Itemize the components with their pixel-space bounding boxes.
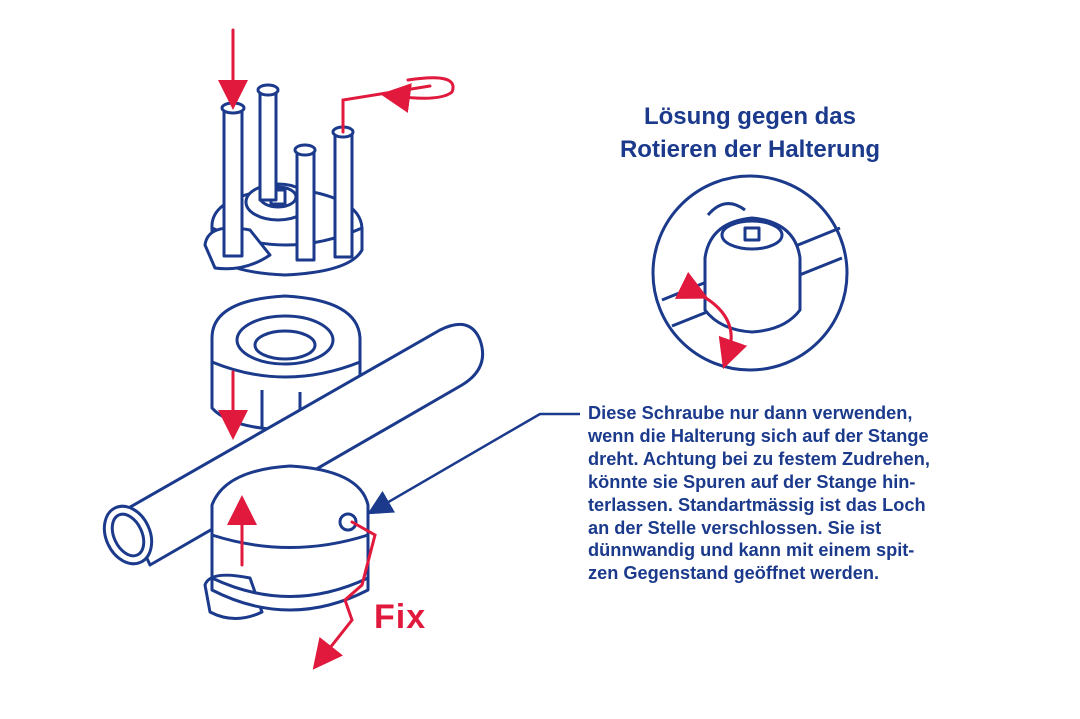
note-line: dünnwandig und kann mit einem spit- — [588, 540, 915, 561]
note-line: wenn die Halterung sich auf der Stange — [588, 425, 929, 446]
note-line: dreht. Achtung bei zu festem Zudrehen, — [588, 448, 930, 469]
note-line: an der Stelle verschlossen. Sie ist — [588, 517, 882, 538]
hex-key-top — [341, 84, 432, 134]
note-line: könnte sie Spuren auf der Stange hin- — [588, 471, 916, 492]
instruction-note: Diese Schraube nur dann verwenden, wenn … — [588, 402, 988, 585]
rotate-arrow-top — [380, 76, 455, 113]
lower-clamp — [203, 464, 370, 620]
note-line: terlassen. Standartmässig ist das Loch — [588, 494, 926, 515]
hex-key-fix — [343, 520, 377, 622]
page-title: Lösung gegen das Rotieren der Halterung — [580, 100, 920, 166]
fix-label: Fix — [374, 598, 427, 636]
rotate-arrow-inset — [674, 271, 748, 370]
title-line: Lösung gegen das — [643, 103, 856, 130]
callout-leader-line — [367, 412, 580, 515]
rotate-arrow-fix — [312, 618, 354, 670]
note-line: zen Gegenstand geöffnet werden. — [588, 563, 880, 584]
note-line: Diese Schraube nur dann verwenden, — [588, 403, 913, 423]
title-line: Rotieren der Halterung — [619, 136, 881, 163]
inset-detail — [651, 174, 849, 372]
